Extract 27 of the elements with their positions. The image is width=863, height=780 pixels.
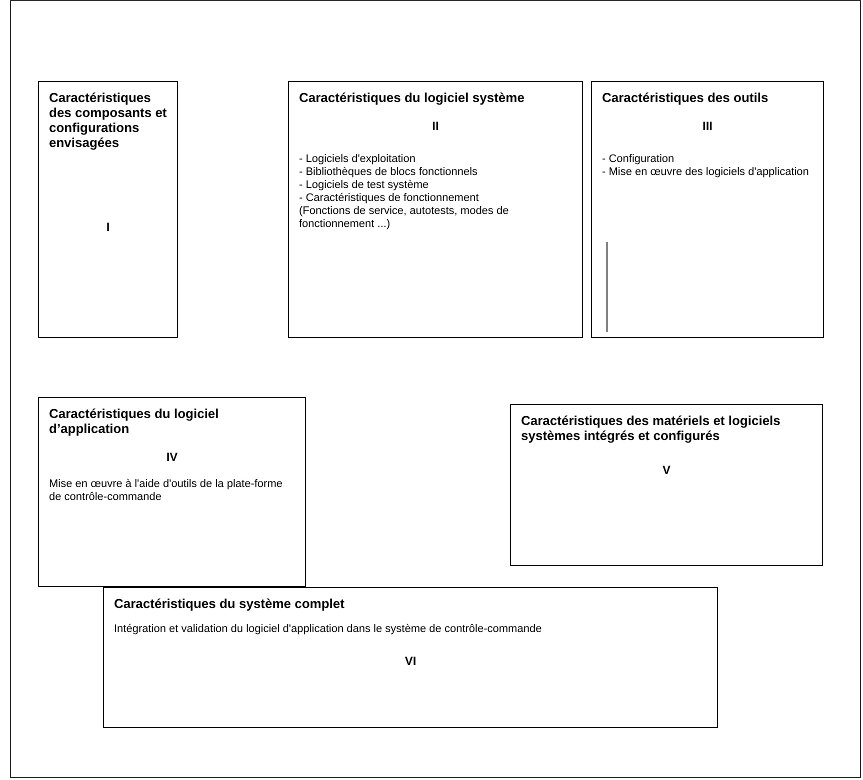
roman-numeral: III (701, 119, 714, 133)
text-box (38, 81, 178, 338)
body-text: (Fonctions de service, autotests, modes de fonctionnement ...) (299, 205, 510, 231)
body-text: Intégration et validation du logiciel d'application dans le système de contrôle-commande (114, 623, 543, 636)
text-box (510, 404, 823, 566)
roman-numeral: II (431, 119, 440, 133)
body-text: - Configuration (602, 153, 676, 166)
box-heading: Caractéristiques des composants et configurations envisagées (49, 90, 167, 150)
roman-numeral: IV (165, 450, 179, 464)
body-text: - Bibliothèques de blocs fonctionnels (299, 166, 479, 179)
roman-numeral: I (105, 220, 111, 234)
body-text: - Caractéristiques de fonctionnement (299, 192, 480, 205)
box-heading: Caractéristiques des matériels et logiciels systèmes intégrés et configurés (521, 413, 782, 443)
box-heading: Caractéristiques du logiciel d’application (49, 406, 220, 436)
roman-numeral: VI (404, 654, 418, 668)
body-text: - Mise en œuvre des logiciels d'application (602, 166, 810, 179)
body-text: - Logiciels de test système (299, 179, 430, 192)
box-heading: Caractéristiques du logiciel système (299, 90, 526, 105)
text-box (103, 587, 718, 728)
text-box (591, 81, 824, 338)
text-box (38, 397, 306, 587)
roman-numeral: V (661, 463, 672, 477)
box-heading: Caractéristiques des outils (602, 90, 770, 105)
box-heading: Caractéristiques du système complet (114, 596, 346, 611)
body-text: - Logiciels d'exploitation (299, 153, 416, 166)
text-box (288, 81, 583, 338)
body-text: Mise en œuvre à l'aide d'outils de la plate-forme de contrôle-commande (49, 478, 284, 504)
